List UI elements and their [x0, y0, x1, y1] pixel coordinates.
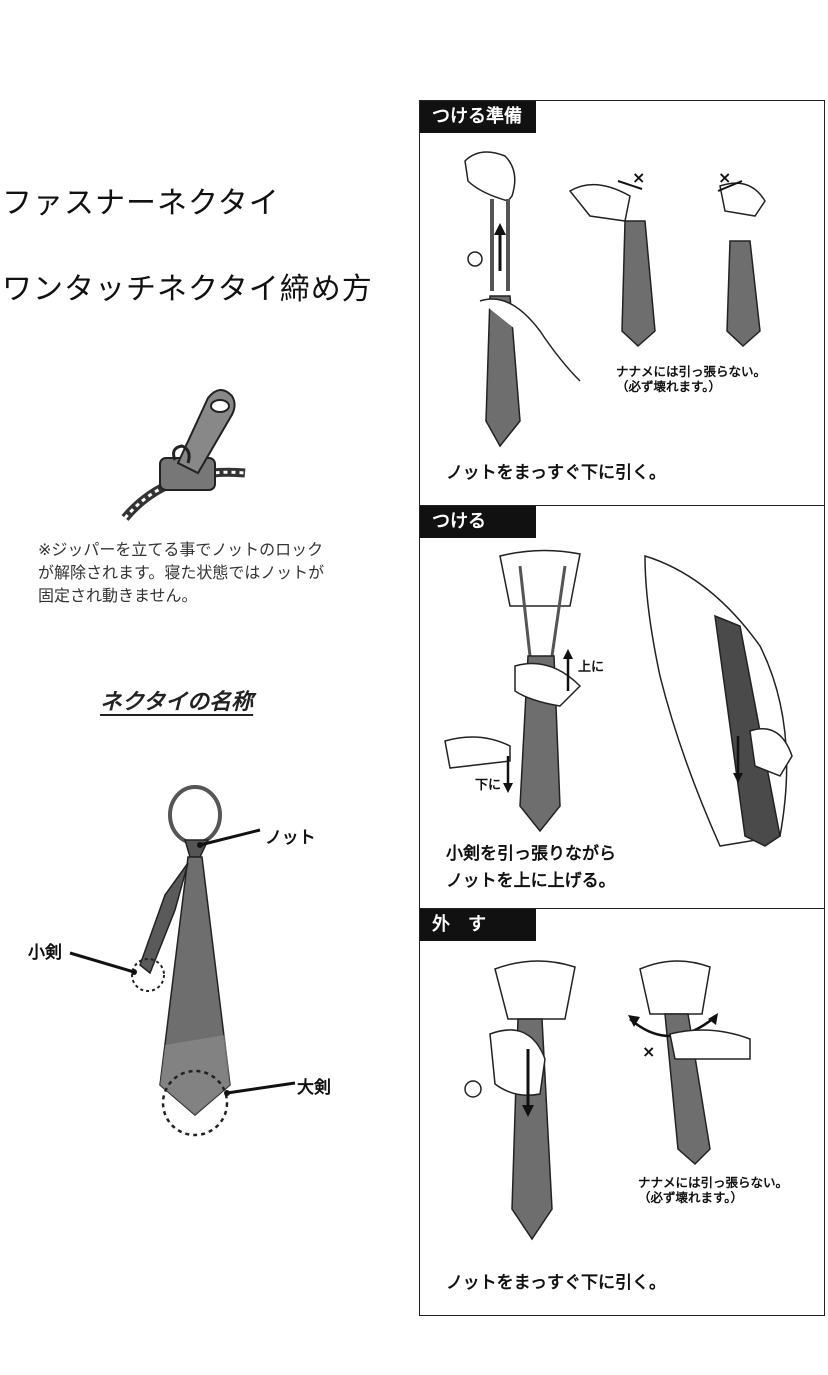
attach-down-label: 下に: [475, 778, 502, 793]
label-knot: ノット: [265, 828, 316, 848]
remove-warning: ナナメには引っ張らない。 （必ず壊れます。）: [638, 1175, 788, 1205]
prepare-warning: ナナメには引っ張らない。 （必ず壊れます。）: [616, 364, 766, 394]
panel-attach: つける 上に 下に 小剣を引っ張りながら ノットを上に上げる。: [419, 505, 825, 909]
attach-illustration: [444, 549, 793, 847]
tie-names-heading: ネクタイの名称: [100, 690, 254, 715]
remove-warning-line1: ナナメには引っ張らない。: [638, 1175, 789, 1190]
svg-text:×: ×: [632, 168, 645, 187]
title-line2: ワンタッチネクタイ締め方: [2, 272, 373, 307]
panel-remove: 外 す × ナナメには引っ張らない。 （必ず壊れます。） ノットをまっすぐ下に引…: [419, 908, 825, 1316]
svg-text:×: ×: [718, 168, 731, 187]
label-large-blade: 大剣: [297, 1078, 331, 1098]
attach-caption-line1: 小剣を引っ張りながら: [446, 844, 616, 864]
tie-diagram: [69, 785, 296, 1137]
zipper-note-line2: が解除されます。寝た状態ではノットが: [38, 563, 325, 582]
remove-caption: ノットをまっすぐ下に引く。: [446, 1273, 666, 1293]
prepare-caption: ノットをまっすぐ下に引く。: [446, 463, 666, 483]
zipper-note-line3: 固定され動きません。: [38, 586, 198, 605]
title-line1: ファスナーネクタイ: [2, 186, 280, 221]
zipper-note: ※ジッパーを立てる事でノットのロック が解除されます。寝た状態ではノットが 固定…: [38, 538, 368, 607]
panel-remove-tag: 外 す: [420, 909, 536, 941]
prepare-warning-line1: ナナメには引っ張らない。: [616, 364, 767, 379]
label-small-blade: 小剣: [28, 943, 62, 963]
attach-up-label: 上に: [578, 660, 605, 675]
panel-prepare: つける準備 × × ナナメには引っ張らない。 （必ず壊れます。） ノットをまっす…: [419, 100, 825, 506]
svg-text:×: ×: [642, 1042, 655, 1061]
prepare-warning-line2: （必ず壊れます。）: [616, 379, 722, 394]
remove-illustration: ×: [464, 960, 751, 1241]
panel-attach-tag: つける: [420, 506, 536, 538]
attach-caption-line2: ノットを上に上げる。: [446, 871, 616, 891]
panel-prepare-tag: つける準備: [420, 101, 536, 133]
zipper-illustration: [121, 389, 246, 521]
zipper-note-line1: ※ジッパーを立てる事でノットのロック: [38, 540, 324, 559]
prepare-illustration: × ×: [464, 151, 766, 448]
remove-warning-line2: （必ず壊れます。）: [638, 1190, 744, 1205]
